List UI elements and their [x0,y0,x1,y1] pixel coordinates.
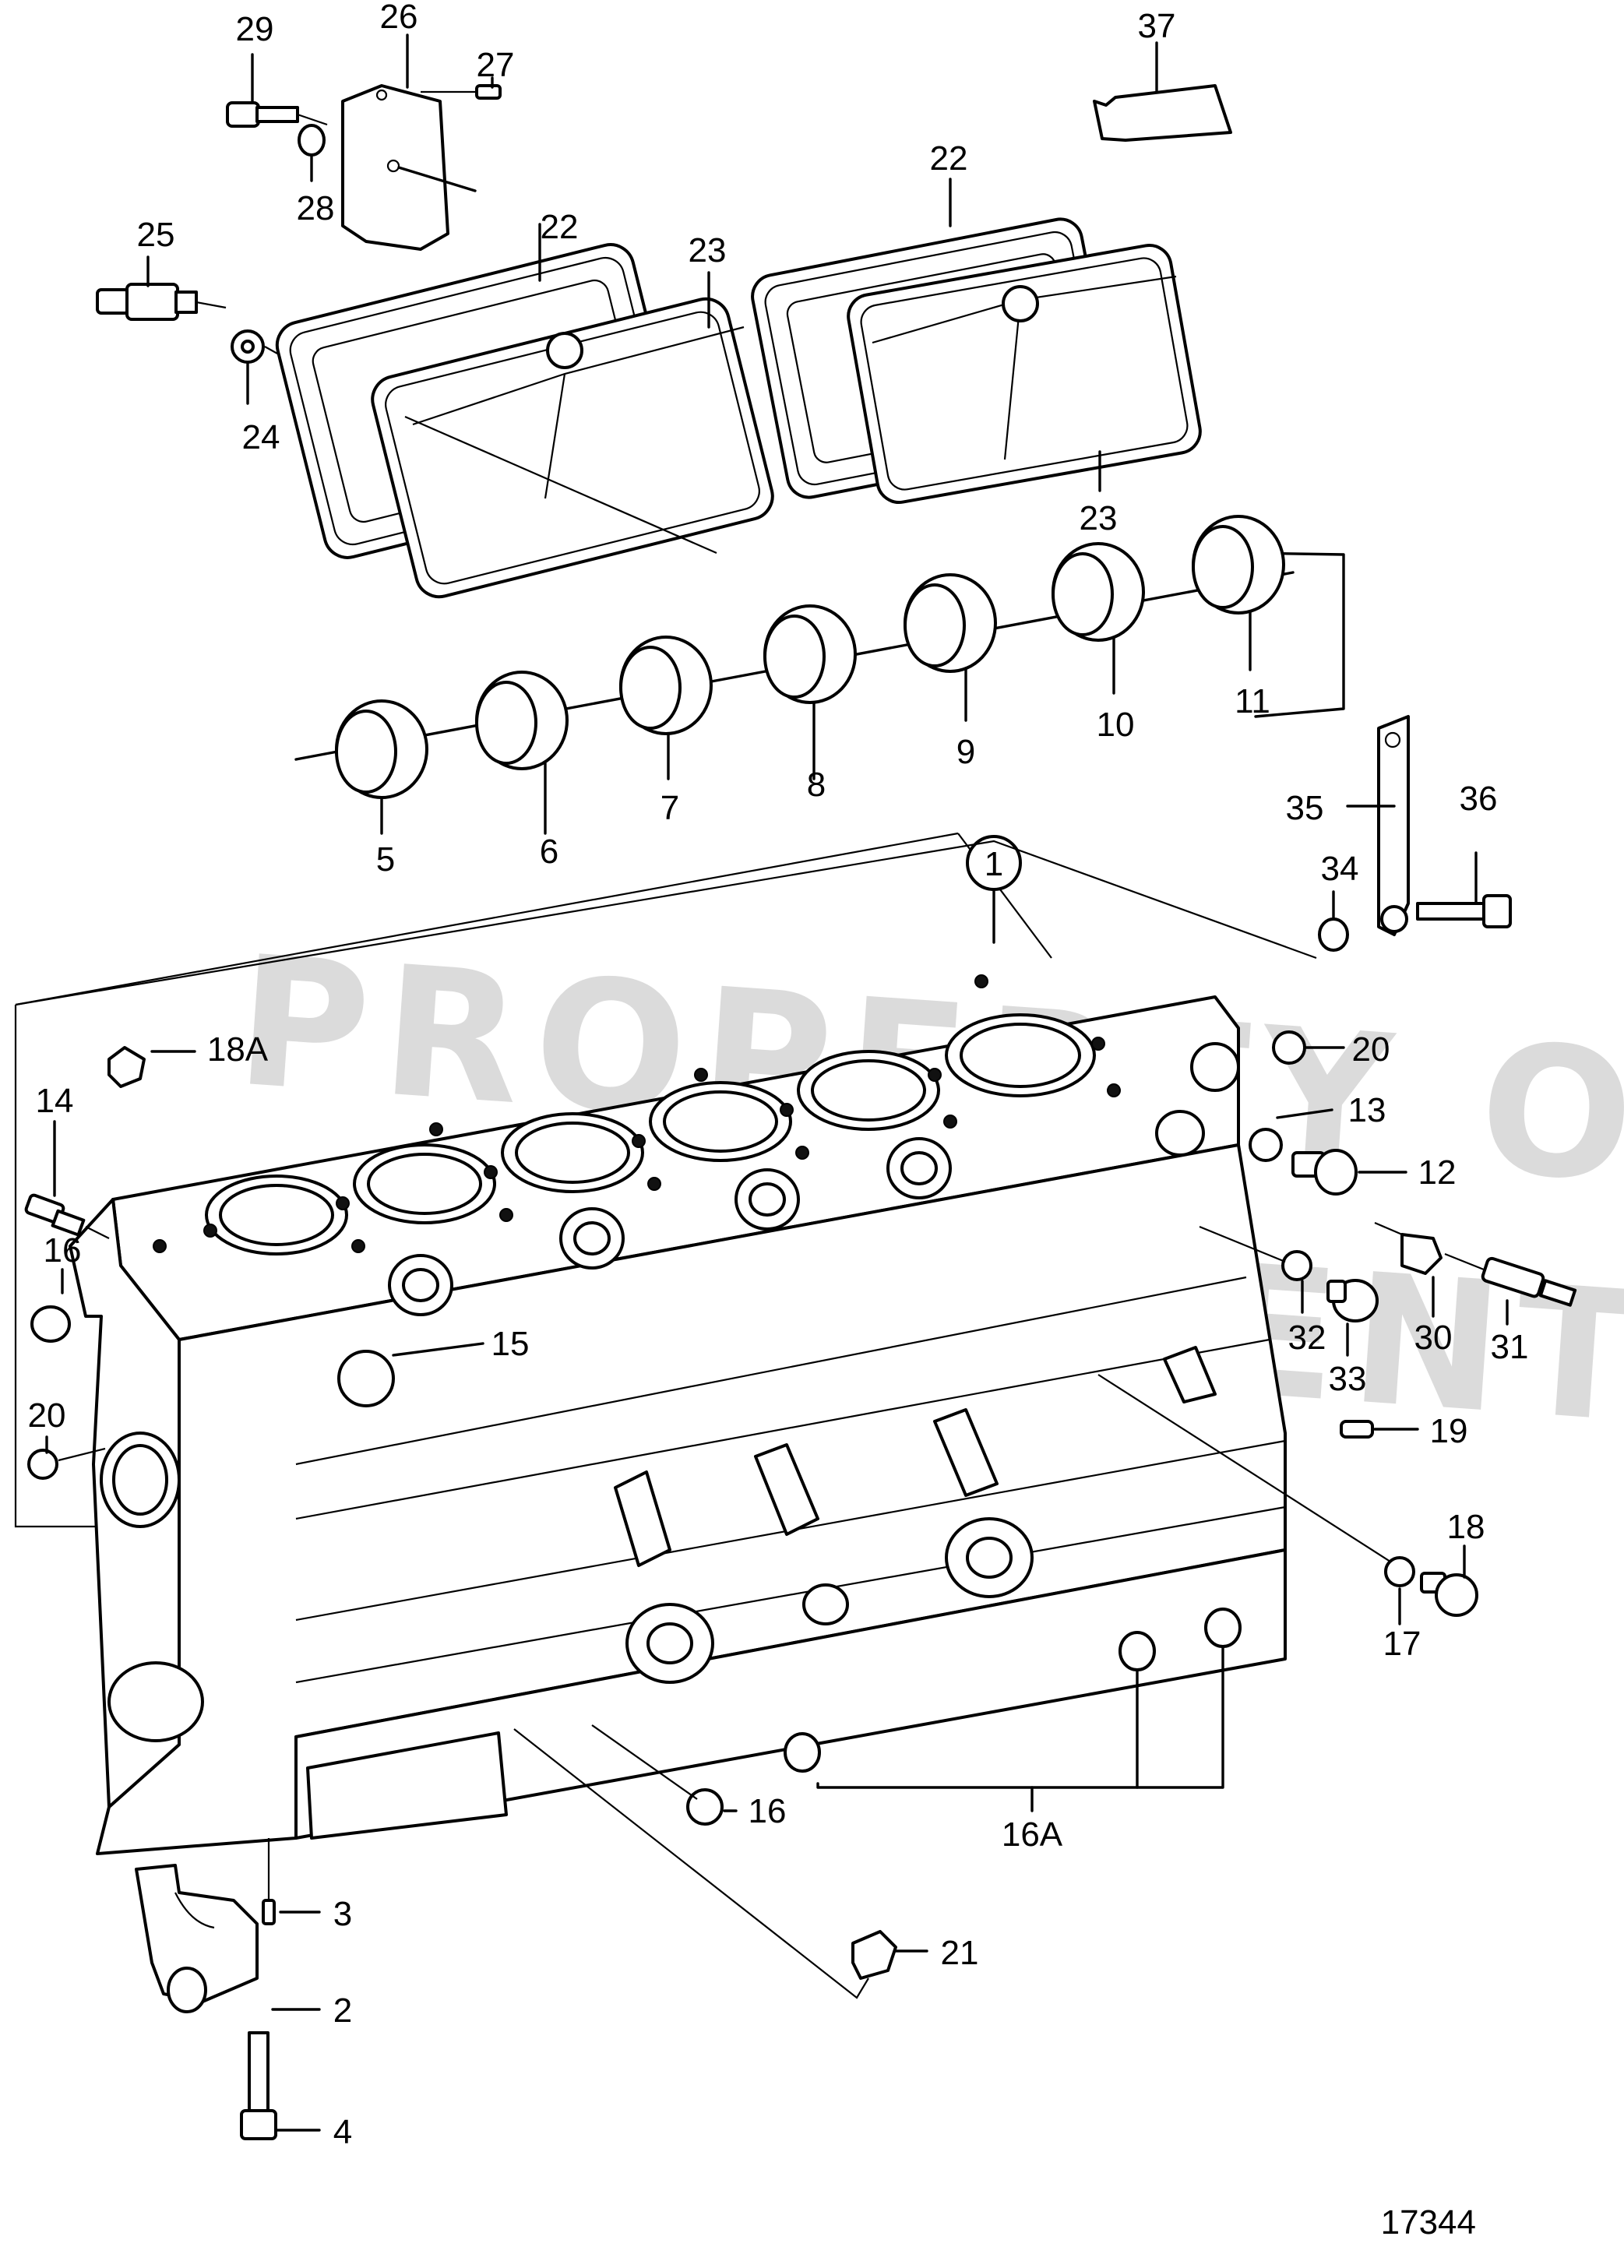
part-labels: 29 26 27 28 37 25 22 23 24 22 23 5 6 7 8… [28,0,1529,2151]
label-35: 35 [1286,789,1324,827]
part-32-washer [1199,1225,1312,1314]
label-30: 30 [1414,1319,1453,1357]
label-16A: 16A [1002,1815,1063,1854]
label-15: 15 [491,1325,530,1363]
part-20-plug-left [27,1435,106,1480]
callout-1: 1 [15,835,1317,1006]
part-26-cover-plate [341,33,477,251]
part-37-sealant-tube [1093,41,1232,142]
part-13-washer [1249,1108,1333,1162]
label-6: 6 [540,833,558,871]
part-19-pin [1340,1420,1419,1439]
part-31-connector [1444,1252,1577,1326]
part-21-plug [513,1728,928,1999]
part-27-pin [421,76,502,100]
label-4: 4 [333,2113,352,2151]
label-5: 5 [376,840,395,879]
label-29: 29 [236,10,274,48]
part-28-washer [298,124,326,182]
part-17-washer [1097,1374,1415,1625]
label-36: 36 [1460,780,1498,818]
label-13: 13 [1348,1091,1386,1129]
label-16-left: 16 [44,1231,82,1270]
bearing-shells [294,515,1345,835]
label-21: 21 [941,1934,979,1972]
label-23-right: 23 [1080,499,1118,537]
bearing-7 [619,636,713,780]
bearing-6 [475,671,569,835]
deck-holes [153,974,1121,1253]
parts-16A-plugs [784,1608,1242,1812]
part-18A-plug [107,1046,196,1088]
part-25-plug [96,255,227,321]
label-25: 25 [137,216,175,254]
part-29-bolt [226,53,328,128]
callout-1-text: 1 [985,845,1003,883]
bearing-11 [1192,515,1285,671]
bearing-5 [335,699,428,835]
label-18: 18 [1447,1508,1485,1546]
label-3: 3 [333,1895,352,1933]
bearing-10 [1052,542,1145,695]
label-26: 26 [380,0,418,36]
part-16-plug-bottom [591,1724,738,1826]
part-18-plug [1420,1544,1478,1617]
label-10: 10 [1097,706,1135,744]
part-15-plug [337,1342,484,1407]
label-20-left: 20 [28,1396,66,1435]
label-18A: 18A [207,1030,269,1069]
label-14: 14 [36,1082,74,1120]
label-12: 12 [1418,1153,1457,1192]
label-32: 32 [1288,1319,1326,1357]
part-30-nipple [1374,1221,1443,1318]
label-24: 24 [242,418,280,456]
part-2-main-bearing-cap [135,1864,321,2013]
part-23-seal-right [847,244,1202,504]
bearing-9 [904,573,997,722]
cylinder-bores [205,1013,1096,1256]
engine-block [14,832,1287,1855]
label-37: 37 [1138,7,1176,45]
label-33: 33 [1329,1360,1367,1398]
part-33-plug [1326,1279,1379,1357]
part-12-plug [1291,1149,1407,1196]
label-28: 28 [297,189,335,227]
label-2: 2 [333,1992,352,2030]
label-19: 19 [1430,1412,1468,1450]
label-8: 8 [807,766,826,804]
label-20-right: 20 [1352,1030,1390,1069]
label-16-bottom: 16 [749,1792,787,1830]
label-17: 17 [1383,1625,1421,1663]
part-3-dowel [262,1838,321,1925]
label-22-left: 22 [541,208,579,246]
label-9: 9 [956,733,975,771]
label-34: 34 [1321,850,1359,888]
part-23-seal-left [371,271,774,599]
figure-number: 17344 [1381,2203,1476,2242]
part-34-spacer [1318,890,1349,952]
label-27: 27 [477,46,515,84]
label-23-left: 23 [689,231,727,269]
label-7: 7 [661,789,679,827]
part-35-bracket [1346,715,1410,936]
label-11: 11 [1235,682,1270,720]
bearing-8 [763,604,857,780]
part-4-bolt [240,2031,321,2140]
part-36-bolt [1416,851,1512,928]
part-16-plug-left [30,1268,71,1343]
side-ports [388,1042,1240,1316]
part-14-stud [24,1120,110,1239]
label-31: 31 [1491,1328,1529,1366]
label-22-right: 22 [930,139,968,178]
part-20-plug-right [1272,1030,1345,1065]
